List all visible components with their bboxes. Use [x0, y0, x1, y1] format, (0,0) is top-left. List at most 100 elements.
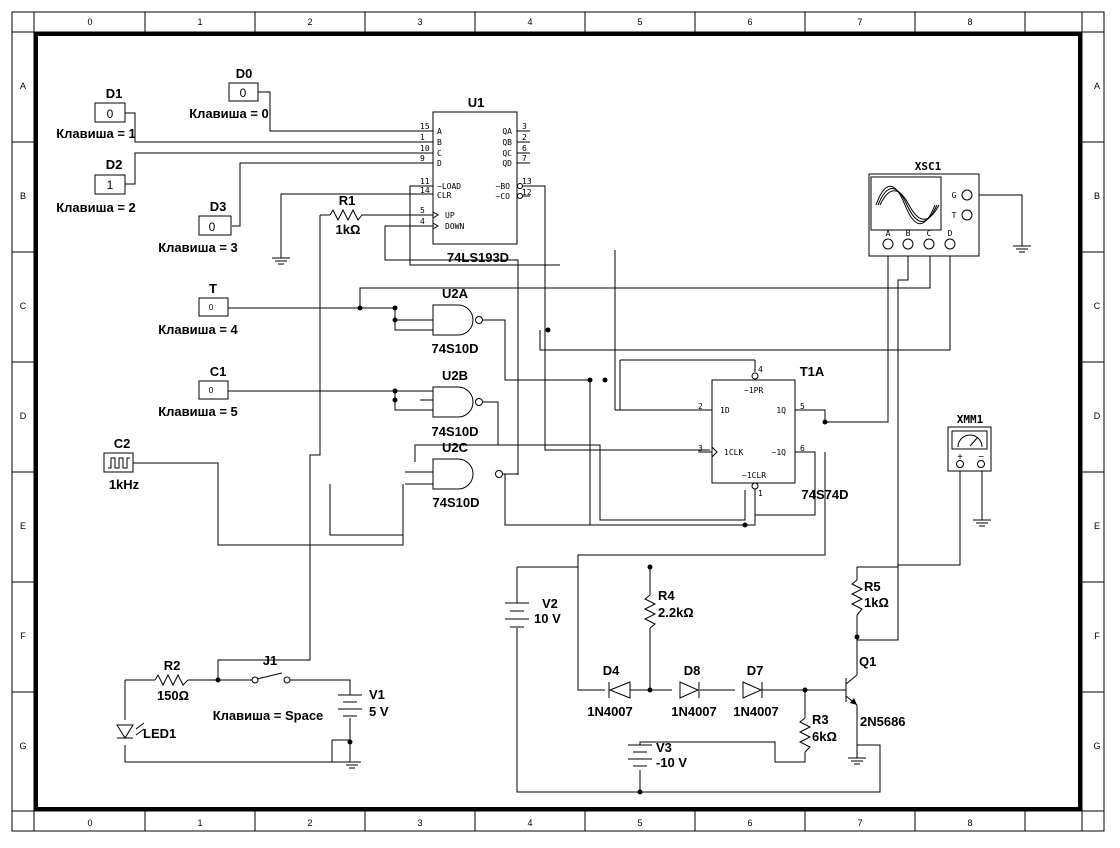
- xmm1-plus: +: [957, 452, 963, 463]
- diode-d8[interactable]: D8 1N4007: [671, 663, 717, 719]
- u1-pin-num: 14: [420, 186, 430, 195]
- led-led1[interactable]: LED1: [116, 722, 176, 741]
- u2b-part: 74S10D: [432, 424, 479, 439]
- resistor-r1[interactable]: R1 1kΩ: [329, 193, 365, 237]
- xsc1-input-a: A: [886, 229, 891, 238]
- switch-d0[interactable]: D0 0 Клавиша = 0: [189, 66, 269, 121]
- switch-d1-value: 0: [107, 107, 114, 121]
- switch-j1[interactable]: J1 Клавиша = Space: [213, 653, 324, 723]
- t1a-num-pr: 4: [758, 365, 763, 374]
- r4-name: R4: [658, 588, 675, 603]
- switch-c1-name: C1: [210, 364, 227, 379]
- led1-name: LED1: [143, 726, 176, 741]
- r5-value: 1kΩ: [864, 595, 889, 610]
- ground-icon: [1013, 245, 1031, 253]
- resistor-icon: [154, 673, 189, 687]
- column-labels-bottom: 0 1 2 3 4 5 6 7 8: [87, 811, 1026, 831]
- u1-pin-label: C: [437, 149, 442, 158]
- t1a-part: 74S74D: [802, 487, 849, 502]
- row-label-f-right: F: [1094, 631, 1100, 641]
- t1a-pin-qn: ~1Q: [772, 448, 787, 457]
- u2c-name: U2C: [442, 440, 469, 455]
- resistor-icon: [850, 579, 864, 616]
- resistor-r3[interactable]: R3 6kΩ: [798, 712, 837, 753]
- switch-t-key: Клавиша = 4: [158, 322, 238, 337]
- switch-c1-value: 0: [209, 386, 214, 395]
- battery-v3[interactable]: V3 -10 V: [628, 740, 687, 770]
- xsc1-input-d: D: [948, 229, 953, 238]
- diode-icon: [742, 681, 763, 699]
- t1a-num-clr: 1: [758, 489, 763, 498]
- col-label-3: 3: [417, 17, 422, 27]
- col-label-3-bottom: 3: [417, 818, 422, 828]
- u1-pin-label: CLR: [437, 191, 452, 200]
- nand-gate-u2c[interactable]: U2C 74S10D: [432, 440, 503, 510]
- row-label-g: G: [19, 741, 26, 751]
- row-label-a: A: [20, 81, 26, 91]
- ground-icon: [272, 257, 290, 265]
- col-label-8: 8: [967, 17, 972, 27]
- xmm1-minus: −: [978, 452, 984, 463]
- row-label-c-right: C: [1094, 301, 1101, 311]
- row-label-a-right: A: [1094, 81, 1100, 91]
- switch-d1[interactable]: D1 0 Клавиша = 1: [56, 86, 136, 141]
- u1-pin-label: ~CO: [496, 192, 511, 201]
- resistor-r2[interactable]: R2 150Ω: [154, 658, 189, 703]
- clock-source-c2[interactable]: C2 1kHz: [103, 436, 140, 492]
- diode-d7[interactable]: D7 1N4007: [733, 663, 779, 719]
- v3-value: -10 V: [656, 755, 687, 770]
- battery-v1[interactable]: V1 5 V: [338, 687, 389, 719]
- resistor-r5[interactable]: R5 1kΩ: [850, 579, 889, 616]
- col-label-4-bottom: 4: [527, 818, 532, 828]
- multimeter-xmm1[interactable]: XMM1 + −: [947, 413, 992, 472]
- t1a-pin-clk: 1CLK: [724, 448, 743, 457]
- battery-v2[interactable]: V2 10 V: [505, 596, 561, 628]
- col-label-8-bottom: 8: [967, 818, 972, 828]
- q1-part: 2N5686: [860, 714, 906, 729]
- u1-pin-num: 10: [420, 144, 430, 153]
- switch-d3[interactable]: D3 0 Клавиша = 3: [158, 199, 238, 255]
- r3-value: 6kΩ: [812, 729, 837, 744]
- d7-name: D7: [747, 663, 764, 678]
- switch-t[interactable]: T 0 Клавиша = 4: [158, 281, 238, 337]
- t1a-pin-clr: ~1CLR: [742, 471, 766, 480]
- switch-c1[interactable]: C1 0 Клавиша = 5: [158, 364, 238, 419]
- u2a-name: U2A: [442, 286, 469, 301]
- transistor-q1[interactable]: Q1 2N5686: [838, 654, 906, 729]
- col-label-0-bottom: 0: [87, 818, 92, 828]
- t1a-pin-d: 1D: [720, 406, 730, 415]
- u1-pin-label: QA: [502, 127, 512, 136]
- resistor-r4[interactable]: R4 2.2kΩ: [643, 588, 694, 629]
- u1-pin-label: B: [437, 138, 442, 147]
- nand-icon: [432, 304, 474, 336]
- u1-pin-num: 12: [522, 188, 532, 197]
- col-label-6-bottom: 6: [747, 818, 752, 828]
- r2-value: 150Ω: [157, 688, 189, 703]
- diode-d4[interactable]: D4 1N4007: [587, 663, 633, 719]
- nand-gate-u2a[interactable]: U2A 74S10D: [432, 286, 483, 356]
- row-label-e: E: [20, 521, 26, 531]
- u1-pin-label: QD: [502, 159, 512, 168]
- counter-u1[interactable]: U1 15 A 1 B 10 C 9 D 11 ~LOAD 14 CLR 5 U…: [420, 95, 532, 265]
- v2-value: 10 V: [534, 611, 561, 626]
- d8-name: D8: [684, 663, 701, 678]
- nand-gate-u2b[interactable]: U2B 74S10D: [432, 368, 483, 439]
- oscilloscope-xsc1[interactable]: XSC1 A B C D G T: [868, 160, 980, 257]
- t1a-pin-pr: ~1PR: [744, 386, 763, 395]
- switch-d2-name: D2: [106, 157, 123, 172]
- row-label-d: D: [20, 411, 27, 421]
- t1a-num-d: 2: [698, 402, 703, 411]
- u1-pin-label: DOWN: [445, 222, 464, 231]
- switch-d2[interactable]: D2 1 Клавиша = 2: [56, 157, 136, 215]
- t1a-pin-q: 1Q: [776, 406, 786, 415]
- xsc1-input-c: C: [927, 229, 932, 238]
- r5-name: R5: [864, 579, 881, 594]
- flipflop-t1a[interactable]: T1A ~1PR 1D 1CLK 1Q ~1Q ~1CLR 4 2 3 5 6 …: [698, 364, 848, 502]
- row-labels-left: A B C D E F G: [12, 81, 34, 751]
- t1a-name: T1A: [800, 364, 825, 379]
- r4-value: 2.2kΩ: [658, 605, 694, 620]
- u1-pin-num: 4: [420, 217, 425, 226]
- col-label-1-bottom: 1: [197, 818, 202, 828]
- j1-name: J1: [263, 653, 277, 668]
